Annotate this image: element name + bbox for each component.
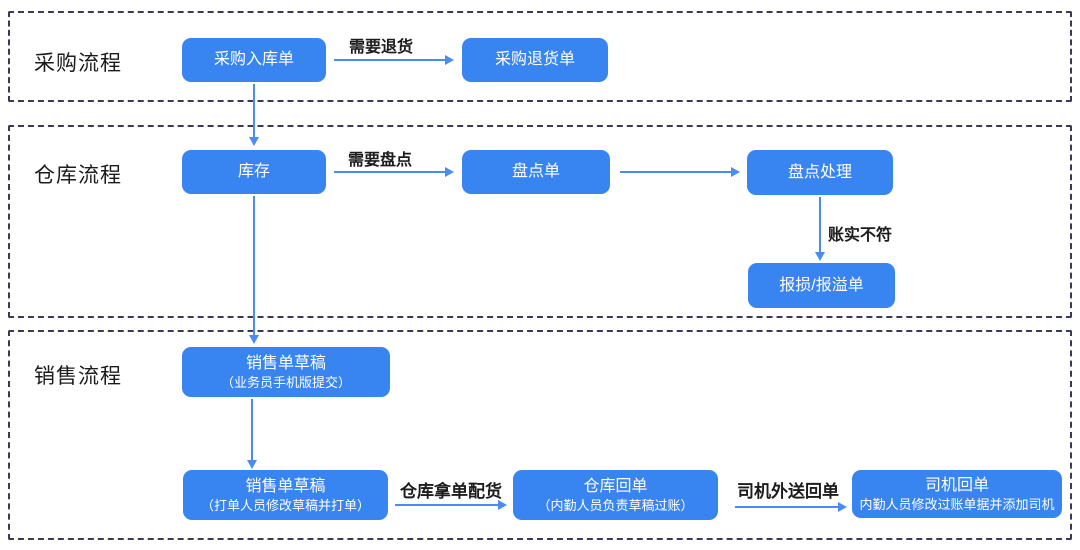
arrow-processing-to-loss	[815, 197, 825, 261]
edge-label-driver-deliver: 司机外送回单	[737, 482, 839, 501]
edge-label-need-stocktake: 需要盘点	[348, 152, 413, 169]
node-label: 采购入库单	[213, 51, 294, 68]
node-sublabel: （业务员手机版提交）	[220, 374, 351, 390]
node-inventory: 库存	[182, 150, 326, 194]
node-label: 库存	[237, 163, 270, 180]
node-label: 报损/报溢单	[779, 276, 864, 294]
edge-label-mismatch: 账实不符	[828, 227, 893, 244]
arrow-inventory-to-sales-draft	[249, 196, 259, 344]
arrow-inventory-to-stocktake	[334, 167, 454, 177]
arrow-warehouse-to-driver-receipt	[735, 502, 847, 512]
node-label: 盘点处理	[787, 163, 852, 181]
node-purchase-inbound-order: 采购入库单	[182, 38, 326, 82]
sales-section-title: 销售流程	[34, 365, 122, 388]
node-sublabel: （打单人员修改草稿并打单）	[200, 497, 370, 513]
node-warehouse-receipt: 仓库回单 （内勤人员负责草稿过账）	[513, 470, 718, 520]
node-label: 仓库回单	[583, 477, 648, 495]
node-sales-draft-mobile: 销售单草稿 （业务员手机版提交）	[182, 347, 390, 397]
node-label: 司机回单	[924, 476, 989, 494]
node-label: 盘点单	[511, 163, 560, 180]
node-sublabel: （内勤人员负责草稿过账）	[537, 497, 694, 513]
node-stocktake-processing: 盘点处理	[747, 150, 893, 195]
warehouse-section-frame	[8, 125, 1072, 318]
edge-label-warehouse-pick: 仓库拿单配货	[400, 482, 502, 501]
purchase-section-title: 采购流程	[34, 52, 122, 75]
node-sublabel: 内勤人员修改过账单据并添加司机	[859, 496, 1055, 512]
node-driver-receipt: 司机回单 内勤人员修改过账单据并添加司机	[852, 470, 1062, 518]
node-stocktake-order: 盘点单	[462, 150, 610, 194]
node-label: 销售单草稿	[245, 477, 326, 495]
arrow-inbound-to-inventory	[249, 84, 259, 146]
node-loss-overflow-order: 报损/报溢单	[748, 263, 895, 308]
sales-section-frame	[8, 330, 1072, 540]
arrow-stocktake-to-processing	[620, 167, 740, 177]
arrow-inbound-to-return	[334, 55, 454, 65]
arrow-draft-to-warehouse-receipt	[395, 500, 507, 510]
edge-label-need-return: 需要退货	[349, 39, 414, 56]
node-purchase-return-order: 采购退货单	[462, 38, 608, 82]
purchase-section-frame	[8, 11, 1072, 102]
node-label: 销售单草稿	[245, 354, 326, 372]
arrow-draft-to-draft-print	[247, 399, 257, 469]
node-sales-draft-print: 销售单草稿 （打单人员修改草稿并打单）	[183, 470, 388, 520]
warehouse-section-title: 仓库流程	[34, 164, 122, 187]
node-label: 采购退货单	[494, 51, 575, 68]
